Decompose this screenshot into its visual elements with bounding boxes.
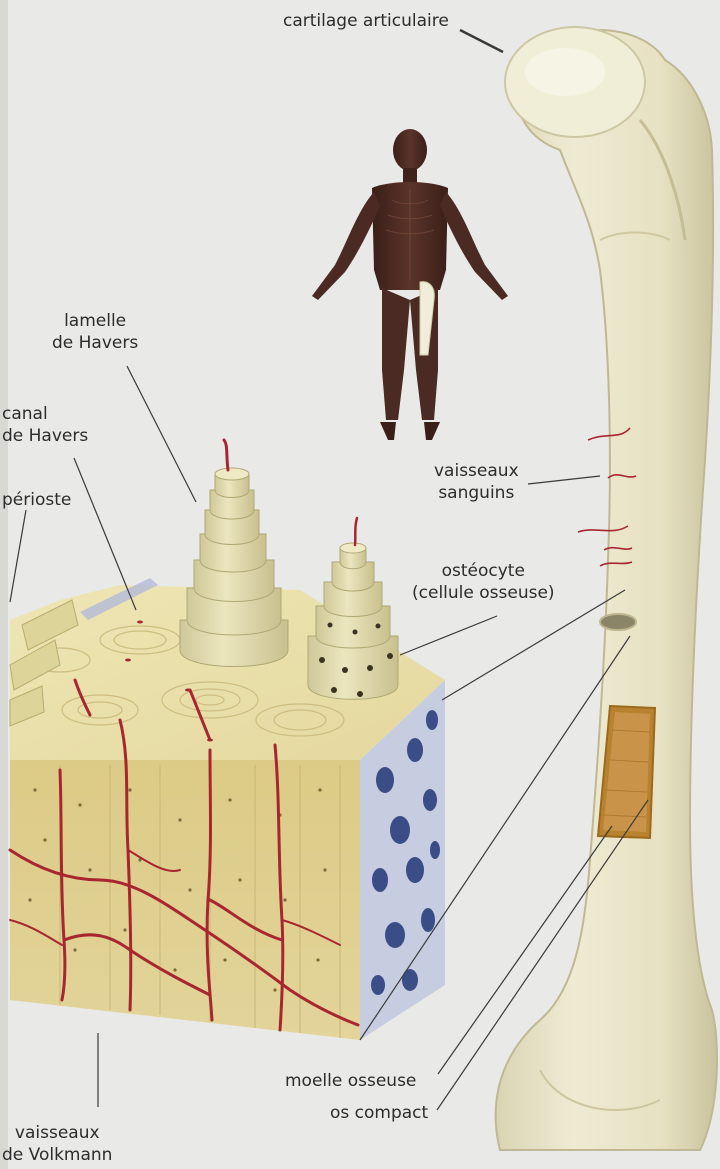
label-canal-de-havers: canal de Havers — [2, 403, 88, 447]
leader-lamelle — [127, 366, 196, 502]
label-perioste: périoste — [2, 489, 71, 511]
human-figure — [312, 129, 508, 440]
bone-tissue-block — [10, 440, 445, 1040]
havers-lamella-osteon — [180, 440, 288, 667]
label-vaisseaux-de-volkmann: vaisseaux de Volkmann — [2, 1122, 112, 1166]
label-os-compact: os compact — [330, 1102, 428, 1124]
leader-osteocyte — [400, 616, 497, 655]
leader-canal — [74, 458, 136, 610]
leader-vaisseaux-sanguins — [528, 476, 600, 484]
leader-perioste — [10, 510, 26, 602]
label-lamelle-de-havers: lamelle de Havers — [52, 310, 138, 354]
page-edge — [0, 0, 8, 1169]
bone-cut-opening — [600, 614, 636, 630]
label-osteocyte: ostéocyte (cellule osseuse) — [412, 560, 555, 604]
label-moelle-osseuse: moelle osseuse — [285, 1070, 416, 1092]
label-cartilage-articulaire: cartilage articulaire — [283, 10, 449, 32]
osteocyte-osteon — [308, 518, 398, 699]
label-vaisseaux-sanguins: vaisseaux sanguins — [434, 460, 519, 504]
leader-cartilage — [460, 30, 503, 52]
